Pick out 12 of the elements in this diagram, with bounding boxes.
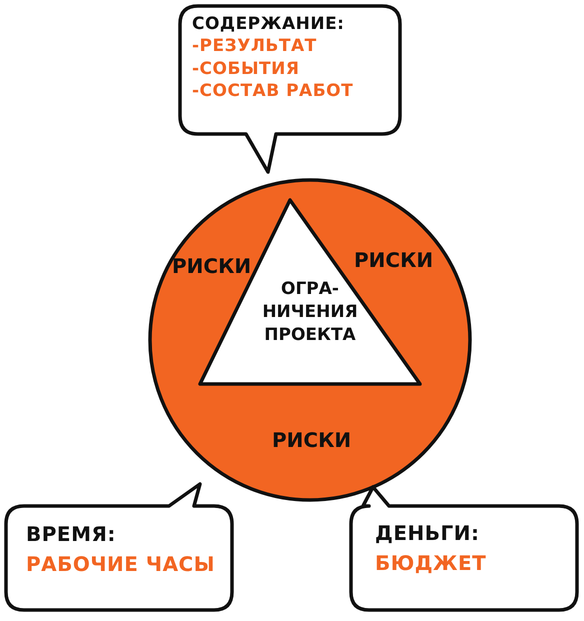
risk-label: РИСКИ [354,248,434,272]
bubble-heading: ВРЕМЯ: [26,522,116,547]
bubble-item: БЮДЖЕТ [375,551,486,576]
risk-label: РИСКИ [272,428,352,452]
bubble-heading: СОДЕРЖАНИЕ: [192,14,344,36]
bubble-heading: ДЕНЬГИ: [375,521,480,546]
bubble-item: -СОБЫТИЯ [192,58,300,80]
bubble-item: РАБОЧИЕ ЧАСЫ [26,552,215,577]
triangle-label: ОГРА- НИЧЕНИЯ ПРОЕКТА [261,278,359,347]
bubble-item: -РЕЗУЛЬТАТ [192,36,317,58]
risk-label: РИСКИ [172,254,252,278]
bubble-item: -СОСТАВ РАБОТ [192,80,354,102]
